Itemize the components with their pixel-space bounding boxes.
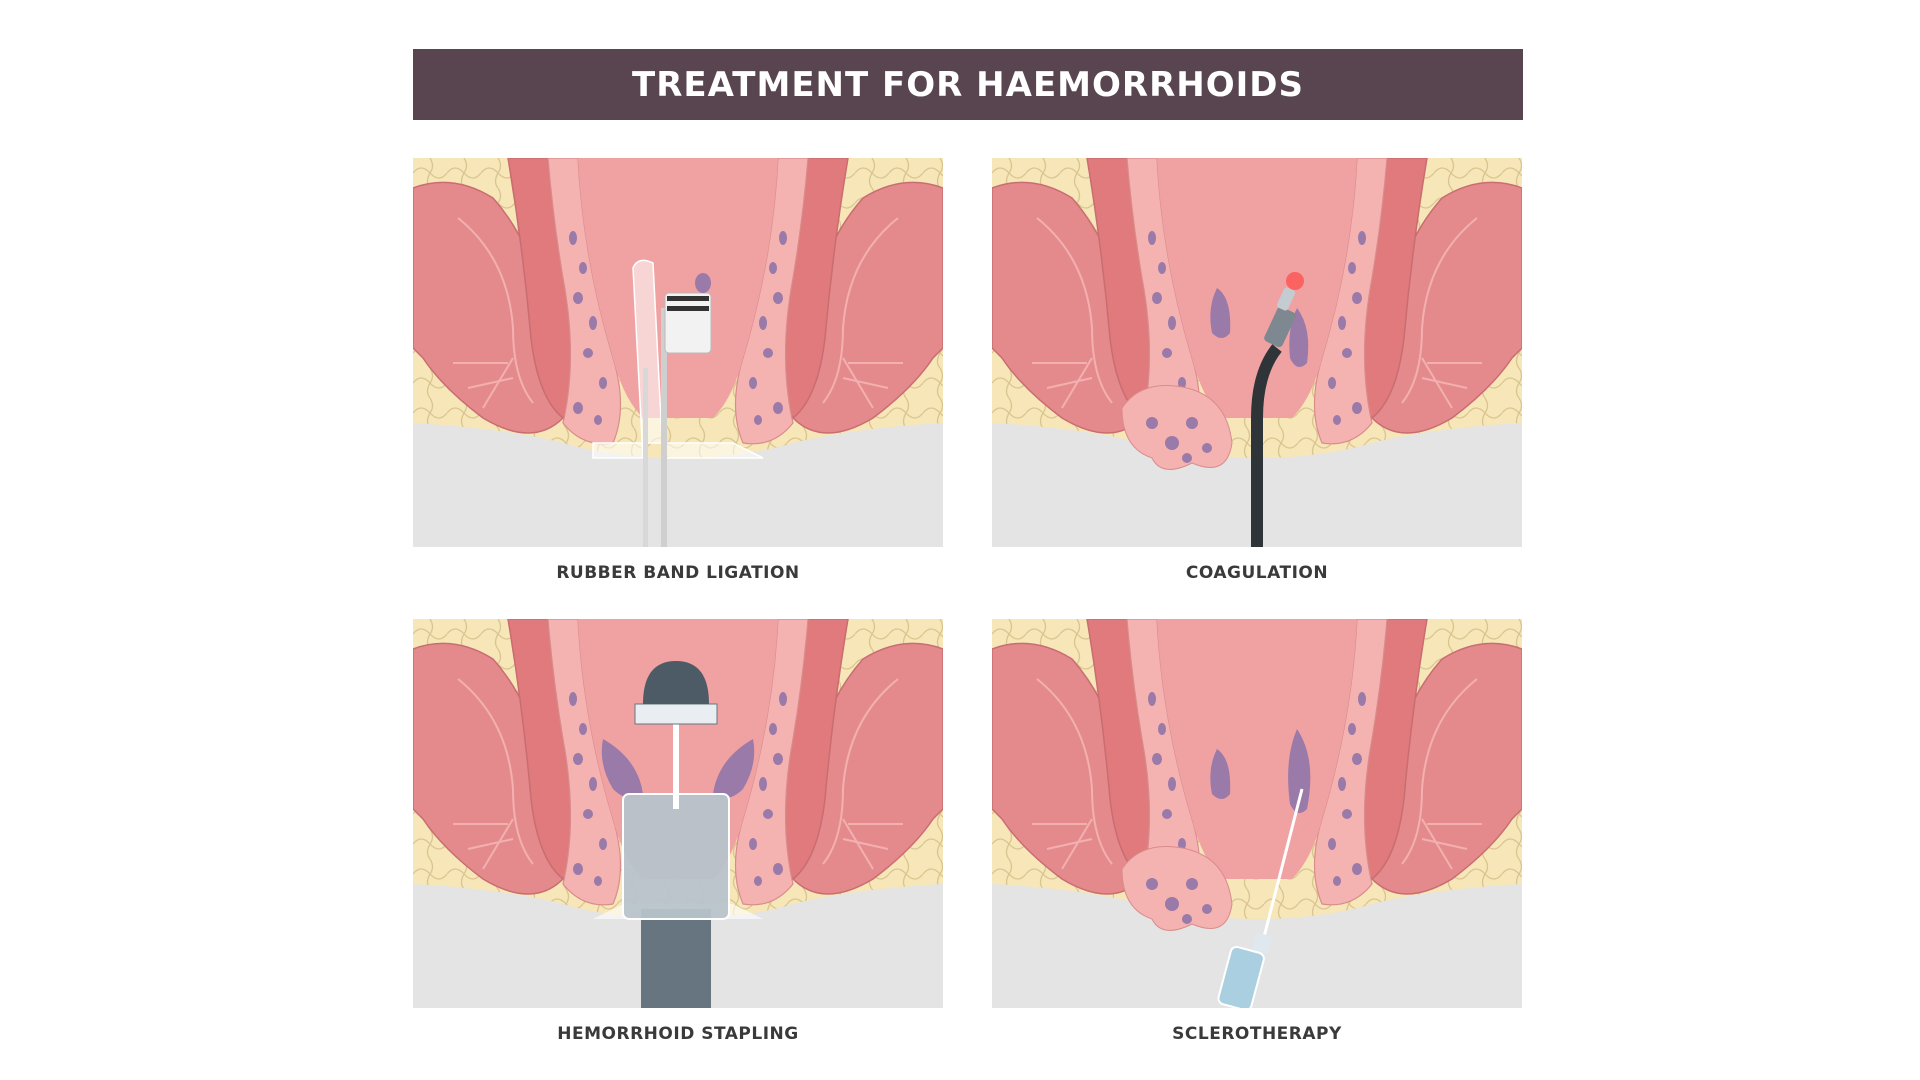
syringe-icon [1217, 788, 1304, 1008]
hemorrhoid-mass [601, 739, 755, 798]
caption-coagulation: COAGULATION [1185, 563, 1329, 583]
prolapsed-hemorrhoid [1121, 385, 1233, 470]
band-ligator-icon [592, 259, 764, 547]
caption-sclerotherapy: SCLEROTHERAPY [1172, 1024, 1342, 1044]
panel-hemorrhoid-stapling [413, 619, 943, 1008]
caption-rubber-band-ligation: RUBBER BAND LIGATION [556, 563, 800, 583]
panel-rubber-band-ligation [413, 158, 943, 547]
page-title: TREATMENT FOR HAEMORRHOIDS [632, 64, 1304, 105]
caption-hemorrhoid-stapling: HEMORRHOID STAPLING [557, 1024, 799, 1044]
title-banner: TREATMENT FOR HAEMORRHOIDS [413, 49, 1523, 120]
hemorrhoid-mass [1210, 729, 1311, 813]
coagulation-probe-icon [1251, 272, 1304, 547]
panel-coagulation [992, 158, 1522, 547]
stapler-icon [593, 661, 763, 1008]
hemorrhoid-mass [1210, 288, 1309, 367]
prolapsed-hemorrhoid [1121, 846, 1233, 931]
panel-sclerotherapy [992, 619, 1522, 1008]
